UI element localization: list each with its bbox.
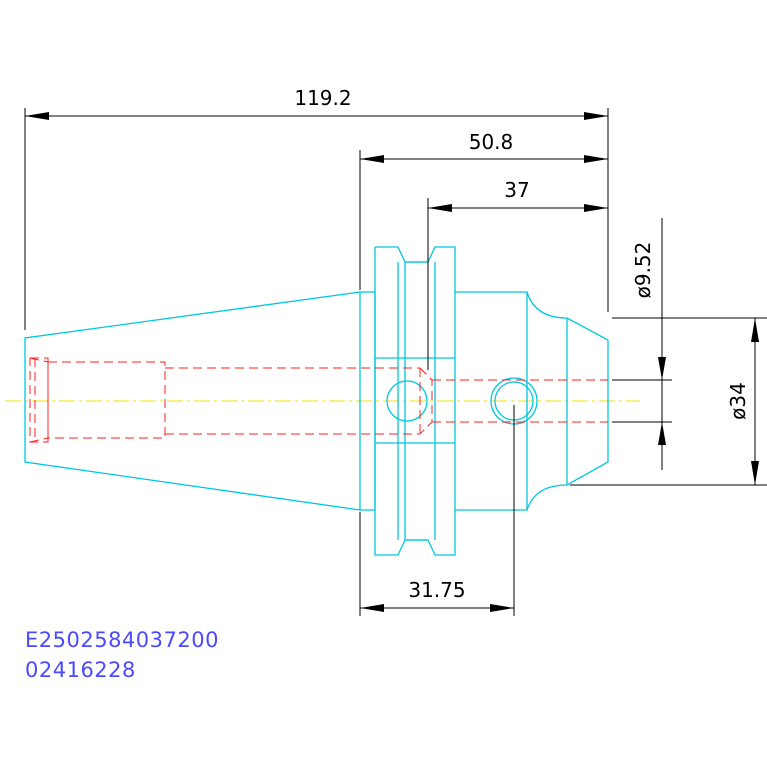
taper-shank-outline [24,291,361,511]
body-and-nose-outline [455,291,609,511]
dimension-label-overall-length: 119.2 [294,86,351,110]
part-code-line-1: E2502584037200 [25,628,219,652]
dimension-label-groove-to-end: 37 [504,178,529,202]
hidden-bore-lines [29,357,608,443]
dimension-label-bore-diameter: ø9.52 [631,242,655,299]
dimension-hole-position: 31.75 [359,405,515,616]
dimension-flange-to-end: 50.8 [359,130,608,290]
set-screw-hole-1 [386,380,428,422]
dimension-label-hole-position: 31.75 [408,578,465,602]
dimension-label-flange-to-end: 50.8 [469,130,514,154]
dimension-groove-to-end: 37 [427,178,608,370]
dimension-nose-diameter: ø34 [570,317,767,486]
dimension-bore-diameter: ø9.52 [612,218,672,470]
part-code-line-2: 02416228 [25,658,136,682]
flange-outline [359,246,456,556]
dimension-label-nose-diameter: ø34 [726,382,750,420]
dimension-overall-length: 119.2 [24,86,609,330]
